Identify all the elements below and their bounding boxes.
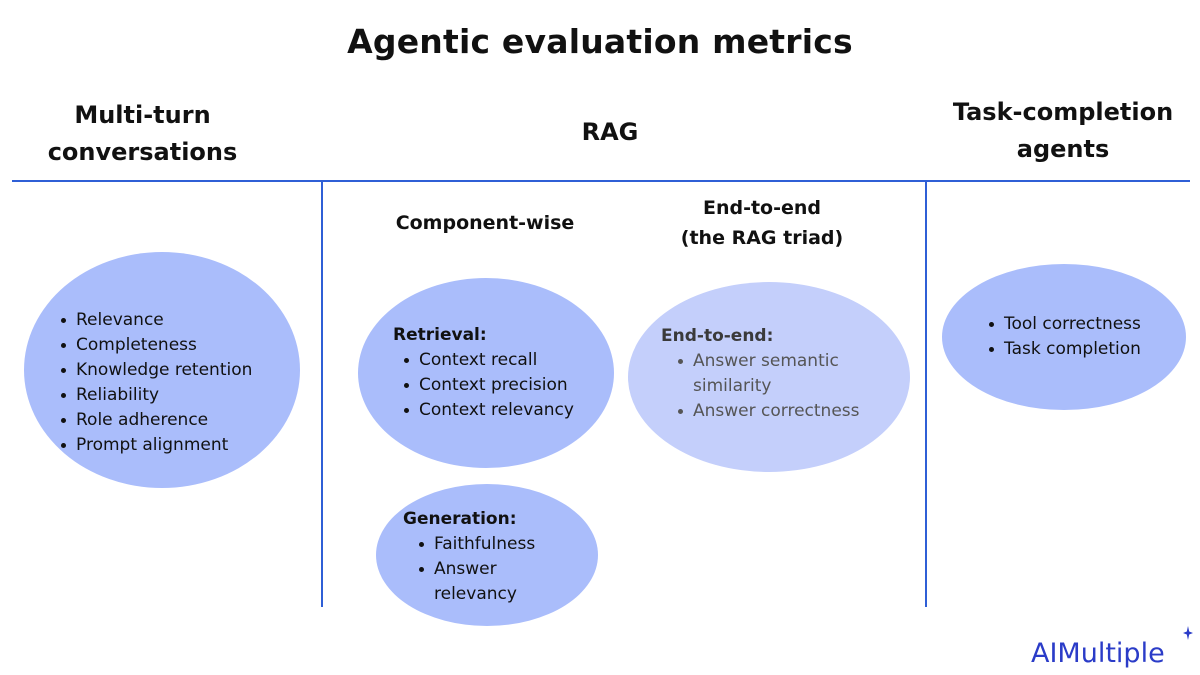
metric-item: Reliability bbox=[58, 383, 252, 408]
metric-item: Knowledge retention bbox=[58, 358, 252, 383]
metric-list-multi-turn: Relevance Completeness Knowledge retenti… bbox=[58, 308, 252, 458]
column-heading-multi-turn: Multi-turn conversations bbox=[40, 97, 245, 171]
logo-spark-icon bbox=[1183, 626, 1193, 640]
metric-item: Context precision bbox=[401, 373, 574, 398]
metric-list-generation: Generation: Faithfulness Answer relevanc… bbox=[403, 507, 535, 607]
metric-list-end-to-end: End-to-end: Answer semantic similarity A… bbox=[661, 324, 860, 424]
metric-list-task-completion: Tool correctness Task completion bbox=[986, 312, 1141, 362]
ellipse-task-completion bbox=[942, 264, 1186, 410]
column-heading-rag: RAG bbox=[560, 114, 660, 151]
subheading-component-wise: Component-wise bbox=[380, 208, 590, 238]
heading-line: RAG bbox=[581, 118, 639, 146]
heading-line: Task-completion bbox=[952, 98, 1174, 126]
heading-line: Multi-turn bbox=[74, 101, 211, 129]
aimultiple-logo: AIMultiple bbox=[1031, 626, 1193, 669]
column-divider-right bbox=[925, 182, 927, 607]
diagram-title: Agentic evaluation metrics bbox=[347, 22, 853, 61]
group-label-end-to-end: End-to-end: bbox=[661, 326, 774, 346]
column-heading-task-completion: Task-completion agents bbox=[938, 94, 1188, 168]
ellipse-multi-turn bbox=[24, 252, 300, 488]
metric-list-retrieval: Retrieval: Context recall Context precis… bbox=[393, 323, 574, 423]
logo-text: AIMultiple bbox=[1031, 638, 1165, 669]
metric-item: Task completion bbox=[986, 337, 1141, 362]
subheading-line: (the RAG triad) bbox=[680, 227, 844, 249]
metric-item: Context relevancy bbox=[401, 398, 574, 423]
metric-item: Role adherence bbox=[58, 408, 252, 433]
metric-item: Tool correctness bbox=[986, 312, 1141, 337]
metric-item: Relevance bbox=[58, 308, 252, 333]
metric-item: Completeness bbox=[58, 333, 252, 358]
heading-line: conversations bbox=[47, 138, 238, 166]
metric-item-line: Answer bbox=[434, 559, 497, 579]
ellipse-end-to-end bbox=[628, 282, 910, 472]
metric-item: Context recall bbox=[401, 348, 574, 373]
ellipse-generation bbox=[376, 484, 598, 626]
subheading-line: End-to-end bbox=[702, 197, 822, 219]
subheading-line: Component-wise bbox=[395, 212, 575, 234]
group-label-generation: Generation: bbox=[403, 509, 517, 529]
metric-item: Answer correctness bbox=[675, 399, 860, 424]
header-divider bbox=[12, 180, 1190, 182]
metric-item: Faithfulness bbox=[416, 532, 535, 557]
metric-item: Answer semantic similarity bbox=[675, 349, 860, 399]
group-label-retrieval: Retrieval: bbox=[393, 325, 487, 345]
metric-item: Prompt alignment bbox=[58, 433, 252, 458]
metric-item-line: similarity bbox=[693, 376, 772, 396]
ellipse-retrieval bbox=[358, 278, 614, 468]
metric-item-line: Answer semantic bbox=[693, 351, 839, 371]
subheading-end-to-end: End-to-end (the RAG triad) bbox=[652, 193, 872, 253]
column-divider-left bbox=[321, 182, 323, 607]
metric-item-line: relevancy bbox=[434, 584, 517, 604]
heading-line: agents bbox=[1016, 135, 1110, 163]
metric-item: Answer relevancy bbox=[416, 557, 535, 607]
